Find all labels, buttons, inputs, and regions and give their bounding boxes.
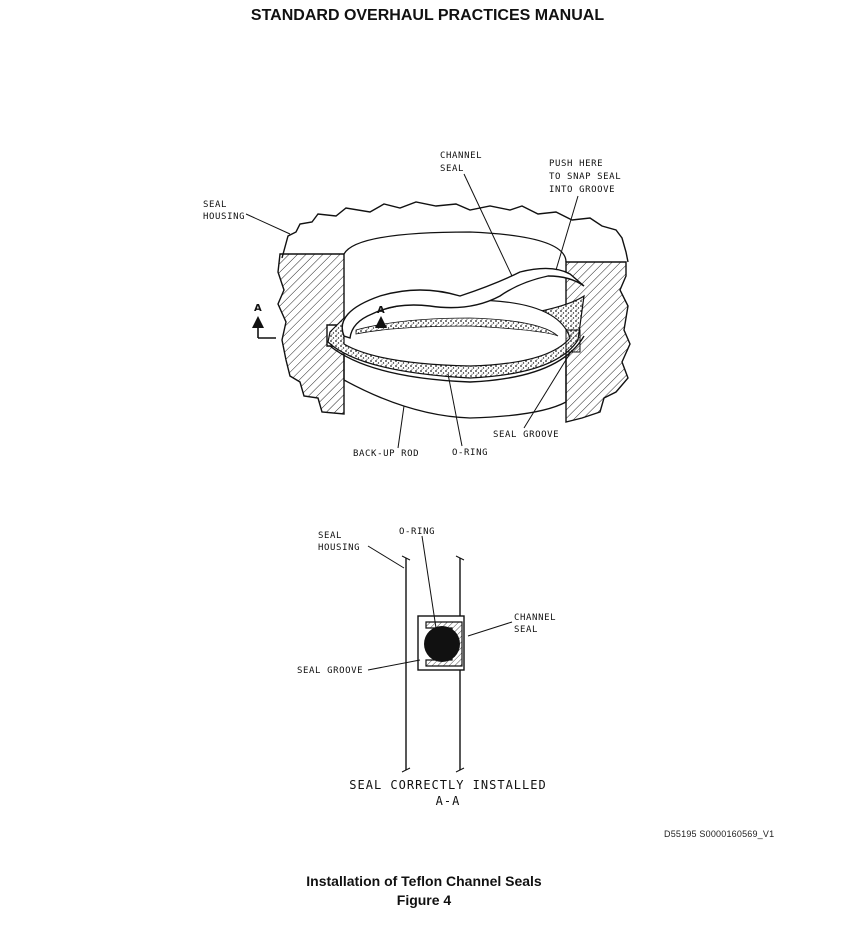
housing-wall-left — [277, 253, 345, 415]
section-label-left: A — [254, 303, 262, 314]
perspective-view: A A CHANNEL SEAL PUSH HERE TO SNAP SEAL … — [203, 151, 631, 459]
label-channel-seal-1: CHANNEL — [440, 151, 482, 161]
figure-caption: Installation of Teflon Channel Seals — [306, 873, 542, 889]
aa-label-seal-housing-2: HOUSING — [318, 543, 360, 553]
aa-label-seal-groove: SEAL GROOVE — [297, 666, 363, 676]
label-push-here-2: TO SNAP SEAL — [549, 172, 621, 182]
o-ring-section — [424, 626, 460, 662]
label-seal-housing-2: HOUSING — [203, 212, 245, 222]
section-subtitle: A-A — [436, 794, 461, 808]
label-o-ring: O-RING — [452, 448, 488, 458]
label-seal-housing-1: SEAL — [203, 200, 227, 210]
aa-label-channel-seal-2: SEAL — [514, 625, 538, 635]
section-label-right: A — [377, 305, 385, 316]
document-id: D55195 S0000160569_V1 — [664, 829, 775, 839]
label-back-up-rod: BACK-UP ROD — [353, 449, 419, 459]
label-seal-groove: SEAL GROOVE — [493, 430, 559, 440]
section-marker-right: A — [375, 305, 387, 328]
aa-label-seal-housing-1: SEAL — [318, 531, 342, 541]
label-push-here-3: INTO GROOVE — [549, 185, 615, 195]
section-title: SEAL CORRECTLY INSTALLED — [349, 778, 546, 792]
channel-seal-loop — [341, 267, 585, 339]
aa-label-channel-seal-1: CHANNEL — [514, 613, 556, 623]
label-channel-seal-2: SEAL — [440, 164, 464, 174]
aa-label-o-ring: O-RING — [399, 527, 435, 537]
section-view-aa: SEAL HOUSING O-RING CHANNEL SEAL SEAL GR… — [297, 527, 556, 808]
page-header-title: STANDARD OVERHAUL PRACTICES MANUAL — [250, 7, 605, 24]
figure-number: Figure 4 — [396, 892, 452, 908]
section-marker-left: A — [252, 303, 276, 339]
seal-housing-outline — [281, 201, 629, 263]
label-push-here-1: PUSH HERE — [549, 159, 603, 169]
